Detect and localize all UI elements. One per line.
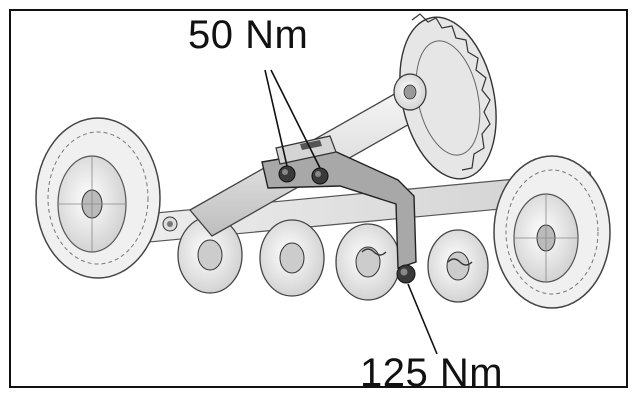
leader-line-lower — [407, 283, 438, 355]
upper-torque-label: 50 Nm — [188, 13, 309, 57]
bracket-slot — [300, 140, 322, 150]
roller-3 — [335, 223, 401, 301]
toothed-disc — [393, 13, 497, 180]
roller-4 — [427, 229, 489, 303]
upper-bolt-left — [278, 165, 296, 183]
left-tire — [35, 117, 161, 279]
lower-torque-label: 125 Nm — [360, 351, 504, 395]
lower-bolt — [396, 264, 416, 284]
spring-right — [447, 258, 473, 266]
right-tire — [493, 155, 611, 309]
leader-line-upper-left — [264, 69, 288, 167]
leader-line-upper-right — [270, 69, 321, 169]
roller-2 — [259, 219, 325, 297]
rail-bolt — [162, 216, 178, 232]
figure-border — [9, 9, 628, 388]
spring-left — [361, 248, 387, 256]
upper-bolt-right — [311, 167, 329, 185]
